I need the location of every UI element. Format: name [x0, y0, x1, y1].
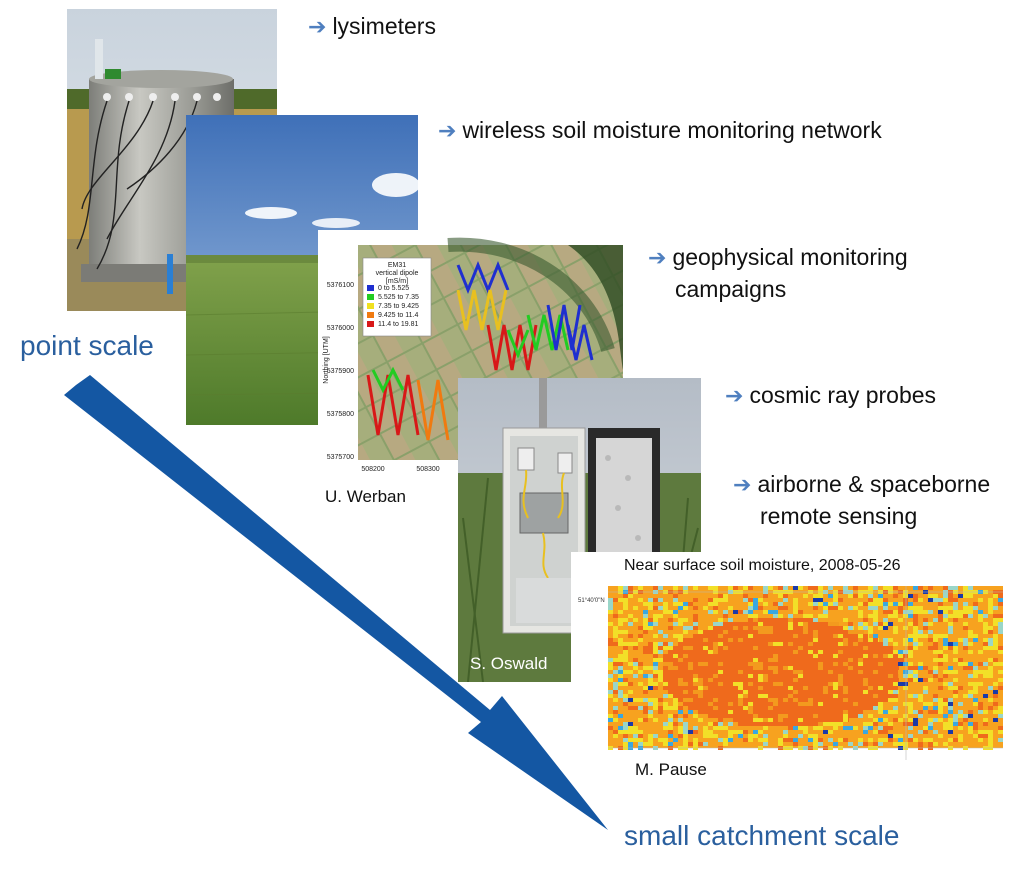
wireless-network-label: ➔wireless soil moisture monitoring netwo… [438, 117, 882, 143]
point-scale-label: point scale [20, 330, 154, 361]
remote-sensing-label-line2: remote sensing [760, 503, 918, 529]
lysimeters-label: ➔lysimeters [308, 13, 436, 39]
em31-legend-swatch [367, 312, 374, 318]
em31-ytick-label: 5375700 [327, 454, 354, 461]
em31-legend-title2: vertical dipole [376, 270, 419, 277]
em31-ytick-label: 5375900 [327, 368, 354, 375]
em31-legend-title1: EM31 [388, 262, 406, 269]
credit-werban: U. Werban [325, 487, 406, 506]
em31-legend-label: 7.35 to 9.425 [378, 303, 419, 310]
raster-cells [608, 586, 1003, 750]
map-latitude-label: 51°40'0"N [578, 598, 605, 604]
catchment-scale-label: small catchment scale [624, 820, 900, 851]
em31-ytick-label: 5375800 [327, 411, 354, 418]
em31-legend-label: 5.525 to 7.35 [378, 294, 419, 301]
arrow-right-icon: ➔ [308, 14, 327, 39]
em31-legend-swatch [367, 303, 374, 309]
scale-arrow [64, 375, 608, 830]
em31-legend-label: 0 to 5.525 [378, 285, 409, 292]
arrow-right-icon: ➔ [725, 383, 744, 408]
em31-legend-swatch [367, 294, 374, 300]
soil-moisture-map-title: Near surface soil moisture, 2008-05-26 [624, 557, 901, 574]
em31-legend-swatch [367, 321, 374, 327]
arrow-right-icon: ➔ [733, 472, 752, 497]
em31-legend-label: 9.425 to 11.4 [378, 312, 418, 319]
geophysical-label: ➔geophysical monitoring [648, 244, 908, 270]
remote-sensing-label: ➔airborne & spaceborne [733, 471, 991, 497]
em31-legend-label: 11.4 to 19.81 [378, 321, 418, 328]
arrow-right-icon: ➔ [648, 245, 667, 270]
geophysical-label-line2: campaigns [675, 276, 787, 302]
em31-ytick-label: 5376100 [327, 282, 354, 289]
soil-moisture-map [571, 552, 1011, 780]
em31-ytick-label: 5376000 [327, 325, 354, 332]
credit-oswald: S. Oswald [470, 654, 548, 673]
em31-legend-swatch [367, 285, 374, 291]
em31-xtick-label: 508200 [361, 466, 384, 473]
em31-legend-unit: [mS/m] [386, 278, 408, 285]
em31-xtick-label: 508300 [416, 466, 439, 473]
raster-grid [608, 586, 1003, 760]
arrow-right-icon: ➔ [438, 118, 457, 143]
credit-pause: M. Pause [635, 760, 707, 779]
cosmic-ray-label: ➔cosmic ray probes [725, 382, 937, 408]
em31-ylabel: Northing [UTM] [323, 336, 330, 384]
